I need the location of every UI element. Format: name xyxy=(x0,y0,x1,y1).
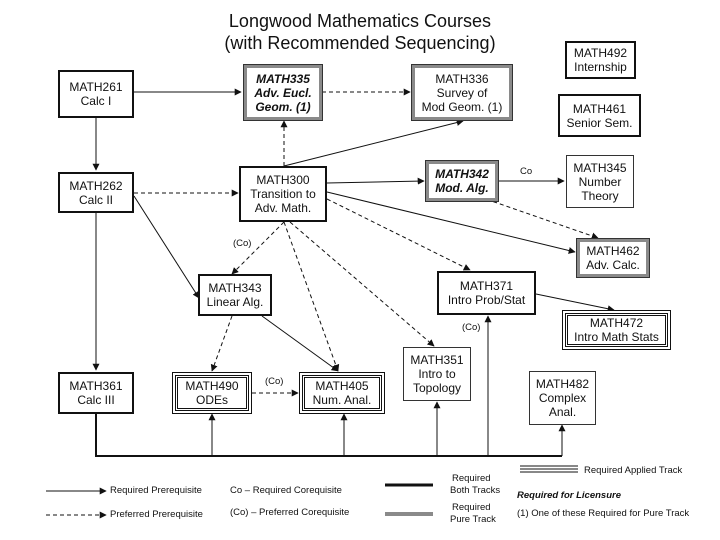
diagram-title-line-1: Longwood Mathematics Courses xyxy=(228,11,492,31)
course-name-line-1: Intro to xyxy=(418,367,456,381)
edge-300-351 xyxy=(289,221,435,347)
legend-pure-track-line-1: Required xyxy=(452,502,491,513)
legend-both-tracks-line-2: Both Tracks xyxy=(450,485,501,496)
course-name-line-1: Complex xyxy=(538,391,587,405)
course-code: MATH262 xyxy=(69,178,123,193)
legend-co-required: Co – Required Corequisite xyxy=(230,485,342,496)
legend-licensure-title: Required for Licensure xyxy=(517,490,621,501)
edge-371-472 xyxy=(535,293,615,313)
legend-applied-track: Required Applied Track xyxy=(584,465,683,476)
course-code: MATH343 xyxy=(208,281,262,295)
edge-361-bus xyxy=(95,414,562,457)
course-code: MATH261 xyxy=(69,80,123,94)
course-code: MATH490 xyxy=(185,379,239,393)
course-code: MATH462 xyxy=(586,244,640,258)
course-name: Mod. Alg. xyxy=(435,181,489,195)
edge-300-371 xyxy=(326,198,471,271)
course-code: MATH472 xyxy=(589,316,644,330)
course-code: MATH345 xyxy=(573,160,627,175)
course-name-line-1: Survey of xyxy=(436,85,488,100)
course-name-line-2: Mod Geom. (1) xyxy=(421,99,503,114)
edge-300-342 xyxy=(326,177,425,185)
legend-licensure-note: (1) One of these Required for Pure Track xyxy=(517,508,690,519)
course-code: MATH300 xyxy=(256,173,310,187)
course-name: Num. Anal. xyxy=(312,393,372,407)
course-code: MATH335 xyxy=(256,71,310,86)
course-code: MATH342 xyxy=(435,167,489,181)
edge-300-343 xyxy=(231,221,285,275)
course-name-line-2: Topology xyxy=(412,381,462,395)
course-name-line-2: Theory xyxy=(581,188,619,203)
edge-262-343 xyxy=(133,195,200,299)
course-name: Adv. Calc. xyxy=(586,258,640,272)
course-name-line-1: Adv. Eucl. xyxy=(254,85,312,100)
course-code: MATH351 xyxy=(410,353,464,367)
course-name-line-1: Number xyxy=(578,174,622,189)
course-name: Linear Alg. xyxy=(206,295,264,309)
edge-300-336 xyxy=(283,119,464,167)
edge-343-405 xyxy=(261,315,339,372)
course-name: Calc II xyxy=(78,192,113,207)
diagram-title-line-2: (with Recommended Sequencing) xyxy=(224,33,496,53)
edge-label-co: Co xyxy=(520,166,533,177)
course-name-line-2: Geom. (1) xyxy=(255,99,311,114)
course-name: Intro Math Stats xyxy=(574,330,659,344)
legend-both-tracks-line-1: Required xyxy=(452,473,491,484)
course-name-line-1: Transition to xyxy=(250,187,316,201)
edge-label-pco-300-343: (Co) xyxy=(233,238,252,249)
course-code: MATH405 xyxy=(315,379,369,393)
course-name-line-2: Adv. Math. xyxy=(254,201,312,215)
course-name: Senior Sem. xyxy=(566,115,633,130)
course-code: MATH361 xyxy=(69,379,123,393)
course-code: MATH371 xyxy=(459,279,514,293)
course-name: ODEs xyxy=(195,393,228,407)
course-code: MATH492 xyxy=(573,46,628,60)
legend-pure-track-line-2: Pure Track xyxy=(450,514,496,525)
edge-300-462 xyxy=(326,191,576,254)
course-name: Calc III xyxy=(77,393,115,407)
legend-co-preferred: (Co) – Preferred Corequisite xyxy=(230,507,350,518)
course-name-line-2: Anal. xyxy=(548,405,577,419)
course-name: Calc I xyxy=(80,94,112,108)
course-code: MATH336 xyxy=(435,71,489,86)
edge-label-pco-490-405: (Co) xyxy=(265,376,284,387)
legend-preferred-prereq: Preferred Prerequisite xyxy=(110,509,203,520)
edge-label-pco-371: (Co) xyxy=(462,322,481,333)
course-code: MATH461 xyxy=(572,101,627,116)
course-name: Intro Prob/Stat xyxy=(447,293,526,307)
legend-required-prereq: Required Prerequisite xyxy=(110,485,202,496)
edge-300-405 xyxy=(283,221,340,372)
course-name: Internship xyxy=(574,60,627,74)
course-code: MATH482 xyxy=(535,377,590,391)
edge-343-490 xyxy=(210,315,233,372)
